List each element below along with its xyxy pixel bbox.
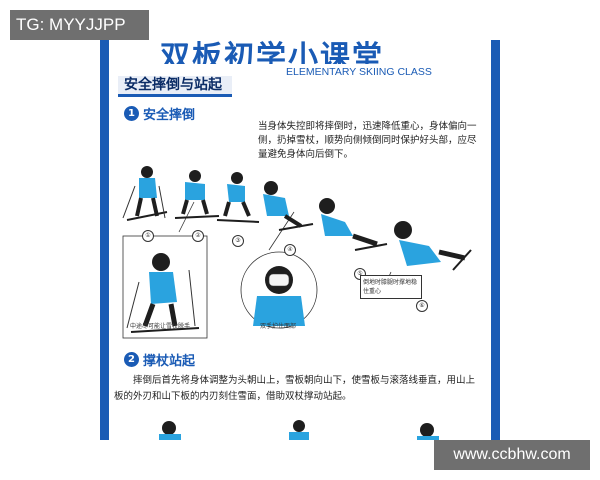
step-number-3: ③	[232, 235, 244, 247]
part2-heading: 2 撑杖站起	[124, 350, 195, 369]
part1-title: 安全摔倒	[143, 108, 196, 123]
step-number-2: ②	[192, 230, 204, 242]
poster-panel-top	[109, 40, 491, 70]
falling-sequence-illustration	[122, 166, 472, 339]
skier-figure-5	[319, 198, 388, 251]
poster-subtitle: ELEMENTARY SKIING CLASS	[286, 66, 432, 78]
part1-heading: 1 安全摔倒	[124, 104, 195, 123]
part1-number: 1	[124, 106, 139, 121]
callout-knee-support: 倒地时膝腿时撑地稳住重心	[360, 275, 422, 299]
part1-text: 当身体失控即将摔倒时，迅速降低重心，身体偏向一侧，扔掉雪杖，顺势向侧倾倒同时保护…	[258, 121, 477, 160]
standing-up-illustration	[159, 420, 439, 440]
skier-figure-4	[263, 181, 314, 231]
section-title: 安全摔倒与站起	[118, 76, 232, 97]
part2-title: 撑杖站起	[143, 354, 196, 369]
watermark-top-left: TG: MYYJJPP	[10, 10, 149, 40]
skier-figure-1	[122, 166, 168, 221]
ski-class-poster: 双板初学小课堂 ELEMENTARY SKIING CLASS 安全摔倒与站起 …	[100, 40, 500, 440]
step-number-1: ①	[142, 230, 154, 242]
watermark-bottom-right: www.ccbhw.com	[434, 440, 590, 470]
poster-title: 双板初学小课堂	[160, 40, 384, 64]
step-number-6: ⑥	[416, 300, 428, 312]
skier-figure-3	[216, 172, 260, 223]
step-number-4: ④	[284, 244, 296, 256]
caption-pole-release: 中途尽可能让雪杖脱手	[130, 323, 191, 330]
part2-text: 摔倒后首先将身体调整为头朝山上，雪板朝向山下，使雪板与滚落线垂直，用山上板的外刃…	[114, 375, 476, 402]
skier-figure-2	[174, 170, 220, 219]
skier-figure-6	[394, 221, 472, 271]
part2-number: 2	[124, 352, 139, 367]
caption-protect-face: 双手护住面部	[260, 323, 297, 330]
